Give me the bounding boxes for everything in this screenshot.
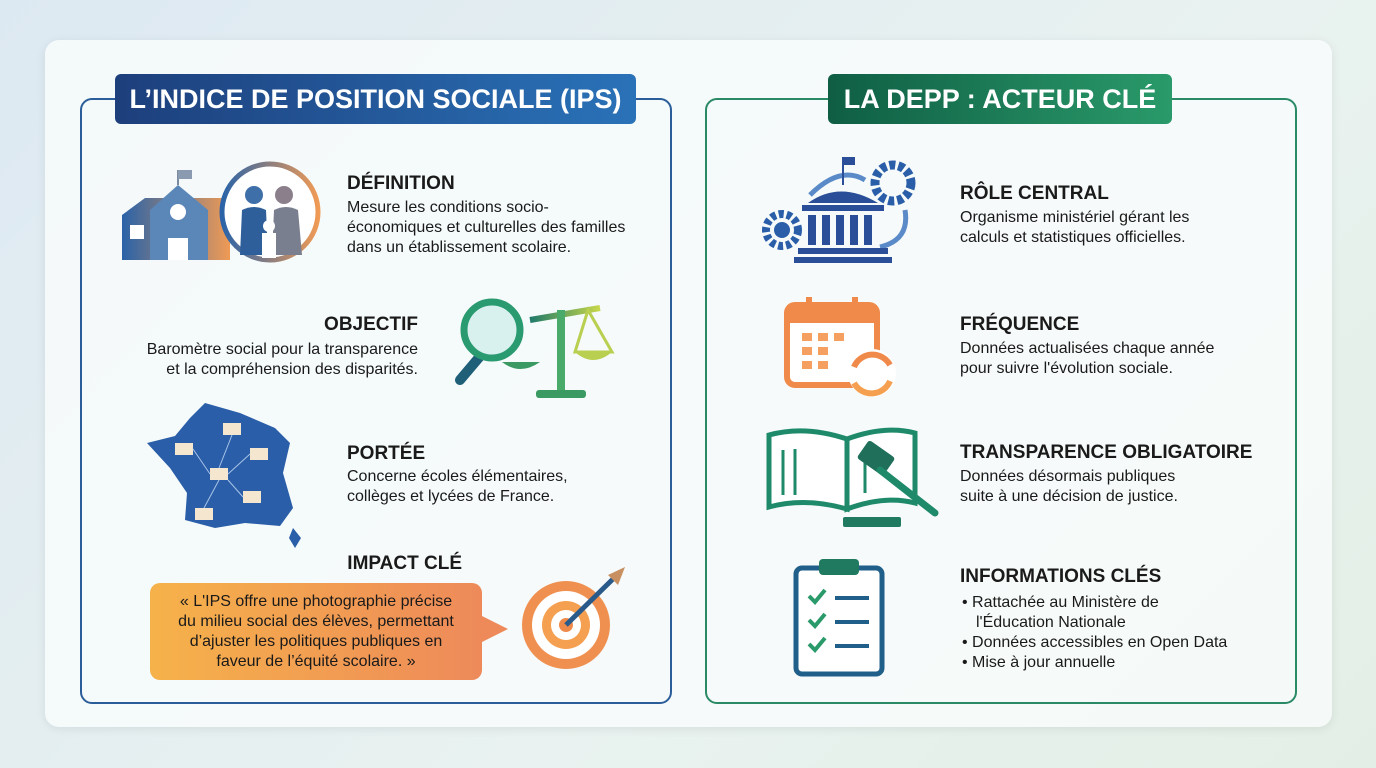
ips-title: L’INDICE DE POSITION SOCIALE (IPS) <box>115 74 636 124</box>
portee-heading: PORTÉE <box>347 443 426 464</box>
role-heading: RÔLE CENTRAL <box>960 183 1109 204</box>
magnifier-scale-icon <box>455 298 615 398</box>
checklist-clipboard-icon <box>793 559 885 677</box>
impact-heading: IMPACT CLÉ <box>347 553 462 574</box>
school-family-icon <box>122 161 321 263</box>
list-item: Mise à jour annuelle <box>962 653 1227 673</box>
book-gavel-icon <box>766 427 939 527</box>
ministry-gears-icon <box>762 157 916 263</box>
target-icon <box>522 567 625 669</box>
list-item-continuation: l'Éducation Nationale <box>976 614 1126 631</box>
infos-heading: INFORMATIONS CLÉS <box>960 566 1162 587</box>
list-item: Données accessibles en Open Data <box>962 633 1227 653</box>
list-item: Rattachée au Ministère de <box>962 593 1227 613</box>
france-map-icon <box>147 403 301 548</box>
infos-list: Rattachée au Ministère de l'Éducation Na… <box>962 593 1227 673</box>
depp-title: LA DEPP : ACTEUR CLÉ <box>828 74 1172 124</box>
objectif-heading: OBJECTIF <box>324 314 418 335</box>
portee-text: Concerne écoles élémentaires,collèges et… <box>347 468 568 505</box>
definition-text: Mesure les conditions socio-économiques … <box>347 199 626 256</box>
calendar-refresh-icon <box>784 297 896 397</box>
frequence-heading: FRÉQUENCE <box>960 314 1080 335</box>
definition-heading: DÉFINITION <box>347 173 455 194</box>
transparence-heading: TRANSPARENCE OBLIGATOIRE <box>960 442 1253 463</box>
